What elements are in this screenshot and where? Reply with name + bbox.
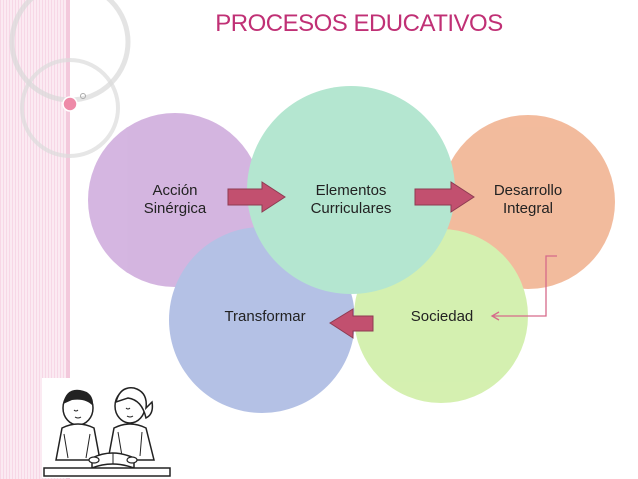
label-sociedad: Sociedad <box>410 308 474 325</box>
label-accion: Acción Sinérgica <box>120 182 230 218</box>
label-elementos: Elementos Curriculares <box>296 182 406 218</box>
label-elementos-line1: Elementos <box>315 182 387 199</box>
label-elementos-line2: Curriculares <box>310 200 392 217</box>
arrow-accion-elementos <box>227 181 286 213</box>
arrow-elementos-desarrollo <box>414 181 475 213</box>
children-reading-image <box>42 378 172 478</box>
decorative-side-band-edge <box>66 0 70 479</box>
circle-elementos <box>247 86 455 294</box>
label-accion-line1: Acción <box>152 182 198 199</box>
label-desarrollo-line2: Integral <box>502 200 554 217</box>
pink-dot-decoration <box>62 96 78 112</box>
label-accion-line2: Sinérgica <box>143 200 207 217</box>
page-title: PROCESOS EDUCATIVOS <box>215 10 503 37</box>
connector-desarrollo-sociedad <box>492 255 557 317</box>
arrow-sociedad-transformar <box>329 308 374 339</box>
label-desarrollo: Desarrollo Integral <box>468 182 588 218</box>
label-desarrollo-line1: Desarrollo <box>493 182 563 199</box>
label-transformar: Transformar <box>224 308 306 325</box>
